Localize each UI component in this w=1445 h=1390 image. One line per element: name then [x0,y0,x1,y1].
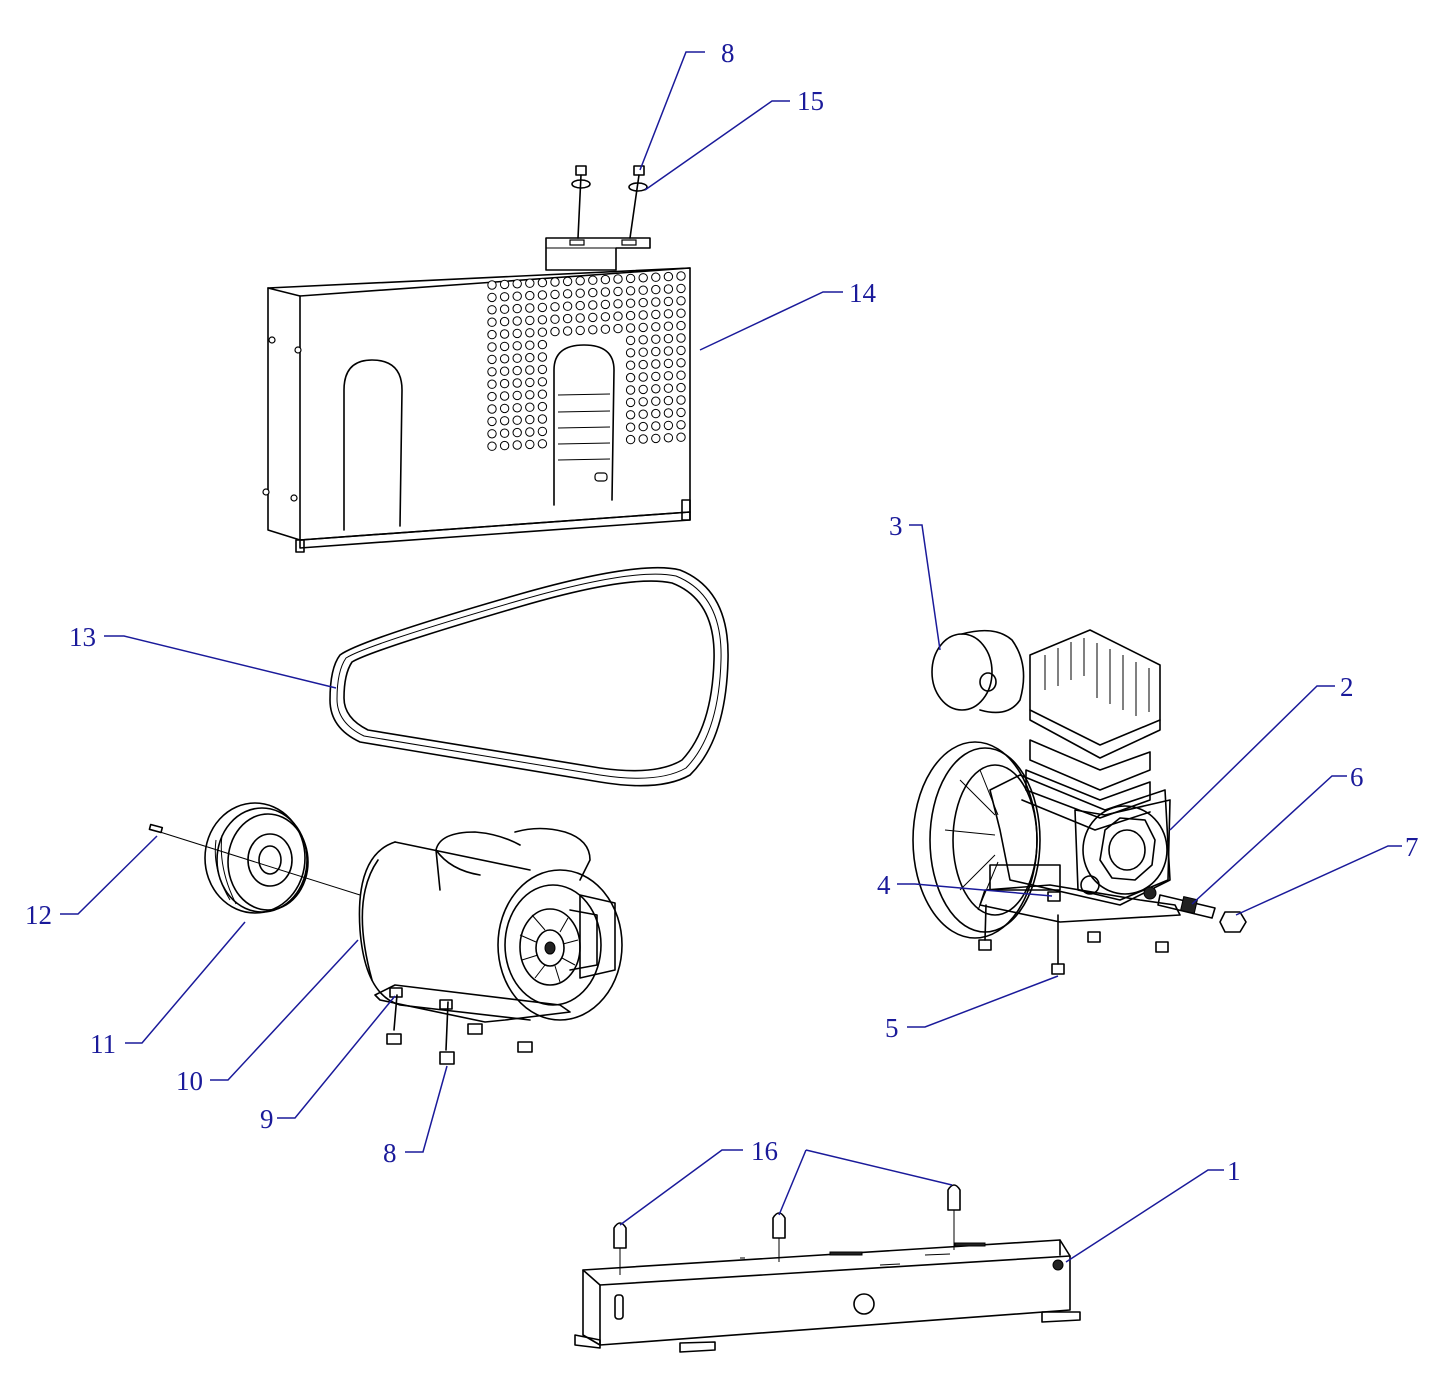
electric-motor [358,827,623,1065]
callout-9: 9 [260,1104,274,1134]
callout-8-top: 8 [721,38,735,68]
callout-6: 6 [1350,762,1364,792]
guard-perforations [487,271,686,451]
callout-10: 10 [176,1066,203,1096]
callout-5: 5 [885,1013,899,1043]
compressor-pump [912,629,1247,975]
callout-14: 14 [849,278,877,308]
guard-bolts [571,165,648,239]
callout-16: 16 [751,1136,778,1166]
callout-7: 7 [1405,832,1419,862]
callout-4: 4 [877,870,891,900]
callout-layer: 8 15 14 3 2 6 7 4 5 13 12 11 10 [25,38,1419,1263]
callout-8-bottom: 8 [383,1138,397,1168]
belt-guard [262,237,691,553]
callout-11: 11 [90,1029,116,1059]
v-belt [329,566,729,787]
base-rail [574,1184,1081,1353]
callout-3: 3 [889,511,903,541]
callout-12: 12 [25,900,52,930]
callout-1: 1 [1227,1156,1241,1186]
callout-2: 2 [1340,672,1354,702]
motor-pulley [148,802,361,914]
callout-15: 15 [797,86,824,116]
callout-13: 13 [69,622,96,652]
